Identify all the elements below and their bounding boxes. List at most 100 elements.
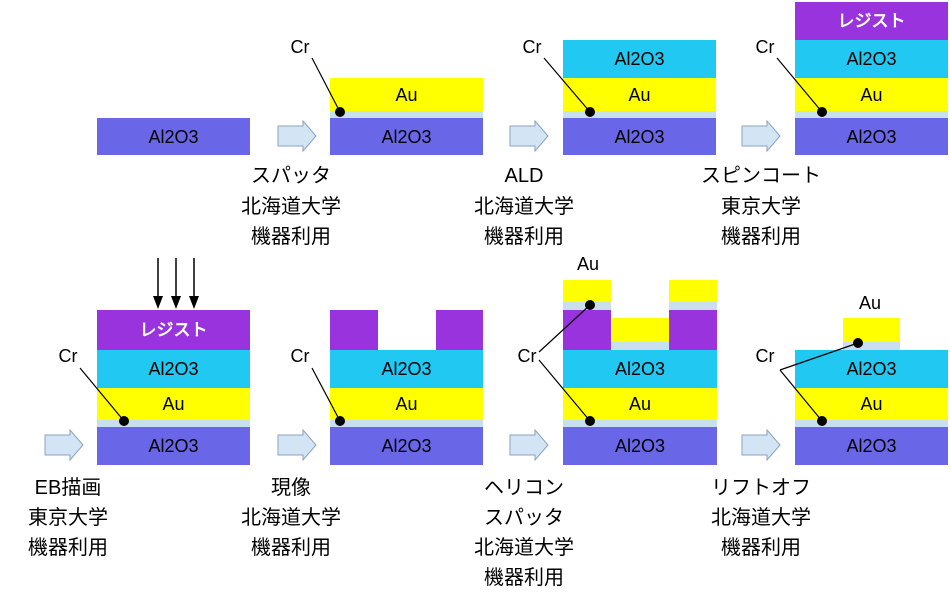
step1-al2o3-label: Al2O3 [381,127,431,147]
step6-right-au [669,280,717,302]
step3-stack: レジスト Al2O3 Au Al2O3 Cr [756,2,948,155]
step5-au-layer [330,388,483,420]
step2-cr-layer [563,111,716,118]
process-arrow-2 [509,119,549,153]
process-arrow-7 [741,428,781,462]
step3-cr-layer [795,111,948,118]
step5-cr-callout: Cr [291,346,310,366]
step7-au-label: Au [860,394,882,414]
step5-caption: 現像 北海道大学 機器利用 [241,476,341,559]
step1-cr-layer [330,111,483,118]
step6-cr-dot-lower [585,416,595,426]
step2-caption-line1: ALD [505,165,544,187]
step6-middle-au [611,318,669,342]
step1-cr-dot [335,107,345,117]
step6-al2o3-ald-layer [563,350,717,388]
step4-caption: EB描画 東京大学 機器利用 [28,476,108,559]
step4-caption-line1: EB描画 [35,476,102,499]
step4-al2o3-ald-label: Al2O3 [148,359,198,379]
step2-stack: Al2O3 Au Al2O3 Cr [523,37,716,155]
step7-caption-line2: 北海道大学 [711,506,811,529]
step4-au-label: Au [162,394,184,414]
step5-caption-line1: 現像 [271,476,311,499]
step5-resist-left [330,310,378,350]
step6-resist-right [669,310,717,350]
step5-caption-line3: 機器利用 [251,536,331,559]
step1-au-label: Au [395,85,417,105]
step1-al2o3-substrate [330,118,483,155]
step6-caption-line1: ヘリコン [484,477,564,499]
ebeam-arrow-3-head [189,296,199,309]
step7-caption: リフトオフ 北海道大学 機器利用 [711,477,811,559]
step3-cr-dot [817,107,827,117]
step7-cr-layer [795,420,948,427]
step7-cr-callout: Cr [756,346,775,366]
step6-middle-cr [611,342,669,350]
step2-au-label: Au [628,85,650,105]
step7-caption-line1: リフトオフ [711,477,811,499]
step1-cr-callout: Cr [291,37,310,57]
step5-al2o3-ald-label: Al2O3 [381,359,431,379]
step6-resist-left [563,310,611,350]
step4-al2o3-label: Al2O3 [148,436,198,456]
step3-caption-line1: スピンコート [701,165,821,187]
ebeam-arrow-1-head [153,296,163,309]
step3-cr-leader-line [776,57,823,113]
step7-cr-dot-lower [817,416,827,426]
step5-au-label: Au [395,394,417,414]
step0-initial-substrate: Al2O3 [97,118,250,155]
step2-al2o3-ald-label: Al2O3 [614,49,664,69]
step4-cr-layer [97,420,250,427]
step6-au-label: Au [629,394,651,414]
step6-cr-leader-line-lower [538,359,591,422]
step6-right-cr [669,302,717,310]
step2-cr-dot [585,107,595,117]
step1-caption: スパッタ 北海道大学 機器利用 [241,164,341,248]
step5-cr-dot [335,416,345,426]
step6-al2o3-ald-label: Al2O3 [615,359,665,379]
step2-al2o3-label: Al2O3 [614,127,664,147]
step7-al2o3-label: Al2O3 [846,436,896,456]
step3-al2o3-ald-layer [795,40,948,78]
step2-cr-leader-line [543,57,591,113]
process-arrow-3 [741,119,781,153]
step2-al2o3-substrate [563,118,716,155]
step3-au-layer [795,78,948,111]
step6-left-au [563,280,611,302]
step6-cr-leader-line-upper [538,304,591,353]
step2-al2o3-ald-layer [563,40,716,78]
step7-top-au-callout: Au [859,293,881,313]
step0-al2o3-label: Al2O3 [148,127,198,147]
step1-stack: Au Al2O3 Cr [291,37,483,155]
step3-caption-line3: 機器利用 [721,225,801,248]
step6-cr-dot-upper [585,300,595,310]
step4-caption-line3: 機器利用 [28,536,108,559]
step5-caption-line2: 北海道大学 [241,506,341,529]
step6-stack: Au Al2O3 Au Al2O3 Cr [518,254,717,465]
step3-resist-label: レジスト [838,12,906,31]
step5-cr-leader-line [311,367,341,422]
step5-al2o3-label: Al2O3 [381,436,431,456]
step6-caption-line4: 機器利用 [484,566,564,589]
step0-al2o3-substrate [97,118,250,155]
step5-resist-right [436,310,483,350]
step3-cr-callout: Cr [756,37,775,57]
step2-cr-callout: Cr [523,37,542,57]
ebeam-arrow-2-head [171,296,181,309]
step2-caption-line3: 機器利用 [484,225,564,248]
step1-caption-line1: スパッタ [251,164,331,187]
step7-au-layer [795,388,948,420]
step1-caption-line2: 北海道大学 [241,195,341,218]
ebeam-arrows [153,258,199,309]
step6-cr-layer [563,420,717,427]
step4-cr-callout: Cr [59,346,78,366]
step2-caption-line2: 北海道大学 [474,195,574,218]
step3-al2o3-substrate [795,118,948,155]
step5-stack: Al2O3 Au Al2O3 Cr [291,310,483,465]
process-arrow-1 [277,119,317,153]
step6-top-au-callout: Au [577,254,599,274]
step6-au-layer [563,388,717,420]
step7-cr-leader-line-lower [779,369,823,422]
process-arrow-4 [44,428,84,462]
step7-pattern-cr [843,342,900,350]
